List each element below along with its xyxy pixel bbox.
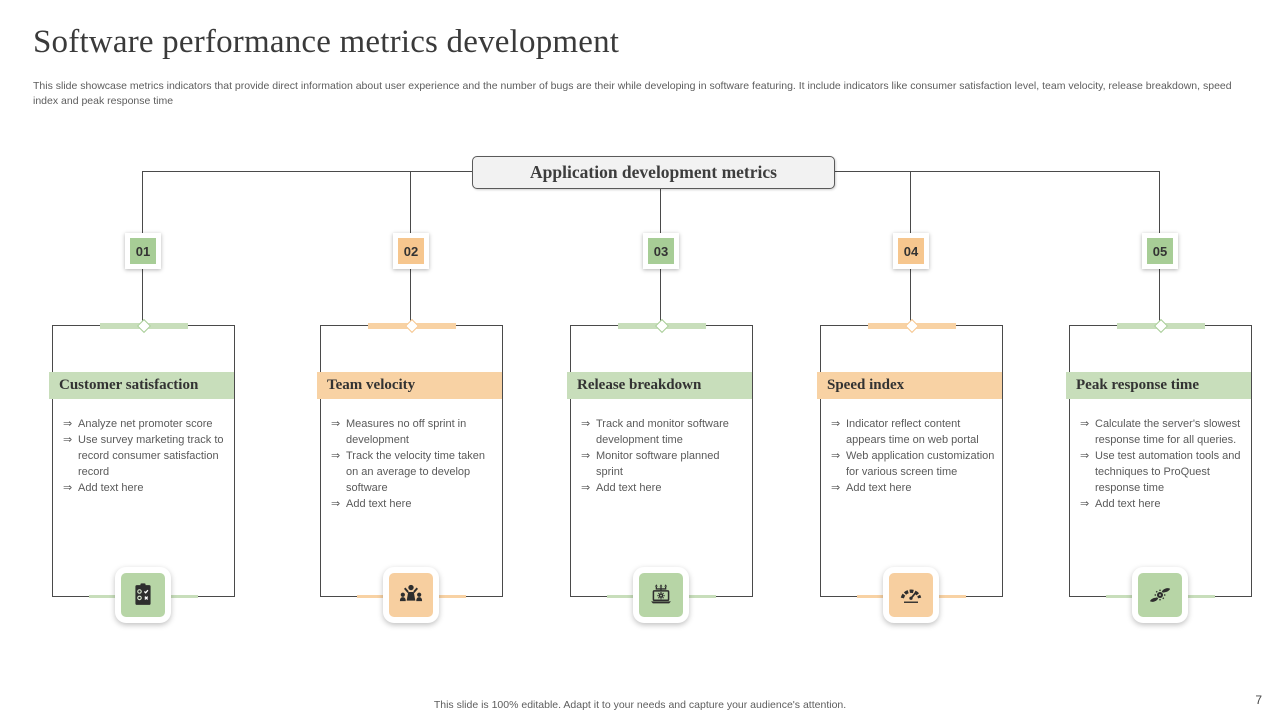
list-item: ⇒Analyze net promoter score [63,418,213,430]
list-item: ⇒Add text here [581,482,662,494]
list-item: ⇒Web application customization for vario… [831,450,995,478]
bottom-accent-left [857,595,887,598]
arrow-bullet-icon: ⇒ [831,450,841,462]
list-item: ⇒Add text here [831,482,912,494]
metric-card-speed-index: Speed index ⇒Indicator reflect content a… [817,318,1003,623]
list-item: ⇒Calculate the server's slowest response… [1080,418,1241,446]
laptop-gear-icon [633,567,689,623]
arrow-bullet-icon: ⇒ [63,418,73,430]
column-number-badge-2: 02 [393,233,429,269]
badge-number: 01 [130,238,156,264]
page-subtitle: This slide showcase metrics indicators t… [33,80,1232,108]
speedometer-icon [883,567,939,623]
diamond-connector-icon [654,318,669,334]
arrow-bullet-icon: ⇒ [1080,450,1090,462]
hands-gear-icon [1132,567,1188,623]
team-icon [383,567,439,623]
page-title: Software performance metrics development [33,24,620,60]
arrow-bullet-icon: ⇒ [581,418,591,430]
list-item: ⇒Monitor software planned sprint [581,450,720,478]
card-title: Release breakdown [567,372,752,399]
column-number-badge-1: 01 [125,233,161,269]
card-bullet-list: ⇒Track and monitor software development … [581,416,747,496]
root-node: Application development metrics [472,156,835,189]
list-item: ⇒Indicator reflect content appears time … [831,418,979,446]
arrow-bullet-icon: ⇒ [331,498,341,510]
bottom-accent-left [1106,595,1136,598]
card-bullet-list: ⇒Measures no off sprint in development ⇒… [331,416,497,512]
card-title: Customer satisfaction [49,372,234,399]
list-item: ⇒Track and monitor software development … [581,418,729,446]
arrow-bullet-icon: ⇒ [331,418,341,430]
list-item: ⇒Add text here [63,482,144,494]
bottom-accent-left [89,595,119,598]
arrow-bullet-icon: ⇒ [581,450,591,462]
list-item: ⇒Measures no off sprint in development [331,418,467,446]
badge-number: 05 [1147,238,1173,264]
badge-number: 03 [648,238,674,264]
list-item: ⇒Use survey marketing track to record co… [63,434,224,478]
column-number-badge-3: 03 [643,233,679,269]
bottom-accent-right [936,595,966,598]
bottom-accent-right [686,595,716,598]
badge-number: 04 [898,238,924,264]
diamond-connector-icon [136,318,151,334]
list-item: ⇒Add text here [1080,498,1161,510]
card-title: Speed index [817,372,1002,399]
list-item: ⇒Track the velocity time taken on an ave… [331,450,485,494]
list-item: ⇒Add text here [331,498,412,510]
card-bullet-list: ⇒Analyze net promoter score ⇒Use survey … [63,416,229,496]
bottom-accent-right [436,595,466,598]
arrow-bullet-icon: ⇒ [581,482,591,494]
card-bullet-list: ⇒Calculate the server's slowest response… [1080,416,1246,512]
card-title: Peak response time [1066,372,1251,399]
arrow-bullet-icon: ⇒ [63,482,73,494]
arrow-bullet-icon: ⇒ [63,434,73,446]
feedback-clipboard-icon [115,567,171,623]
arrow-bullet-icon: ⇒ [331,450,341,462]
column-number-badge-4: 04 [893,233,929,269]
metric-card-team-velocity: Team velocity ⇒Measures no off sprint in… [317,318,503,623]
list-item: ⇒Use test automation tools and technique… [1080,450,1241,494]
arrow-bullet-icon: ⇒ [831,418,841,430]
metric-card-customer-satisfaction: Customer satisfaction ⇒Analyze net promo… [49,318,235,623]
root-node-label: Application development metrics [530,162,777,182]
card-bullet-list: ⇒Indicator reflect content appears time … [831,416,997,496]
diamond-connector-icon [904,318,919,334]
column-number-badge-5: 05 [1142,233,1178,269]
diamond-connector-icon [404,318,419,334]
page-number: 7 [1255,693,1262,707]
arrow-bullet-icon: ⇒ [1080,498,1090,510]
bottom-accent-left [357,595,387,598]
metric-card-release-breakdown: Release breakdown ⇒Track and monitor sof… [567,318,753,623]
bottom-accent-left [607,595,637,598]
bottom-accent-right [1185,595,1215,598]
badge-number: 02 [398,238,424,264]
metric-card-peak-response-time: Peak response time ⇒Calculate the server… [1066,318,1252,623]
card-title: Team velocity [317,372,502,399]
diamond-connector-icon [1153,318,1168,334]
arrow-bullet-icon: ⇒ [1080,418,1090,430]
footer-note: This slide is 100% editable. Adapt it to… [433,699,847,711]
bottom-accent-right [168,595,198,598]
arrow-bullet-icon: ⇒ [831,482,841,494]
